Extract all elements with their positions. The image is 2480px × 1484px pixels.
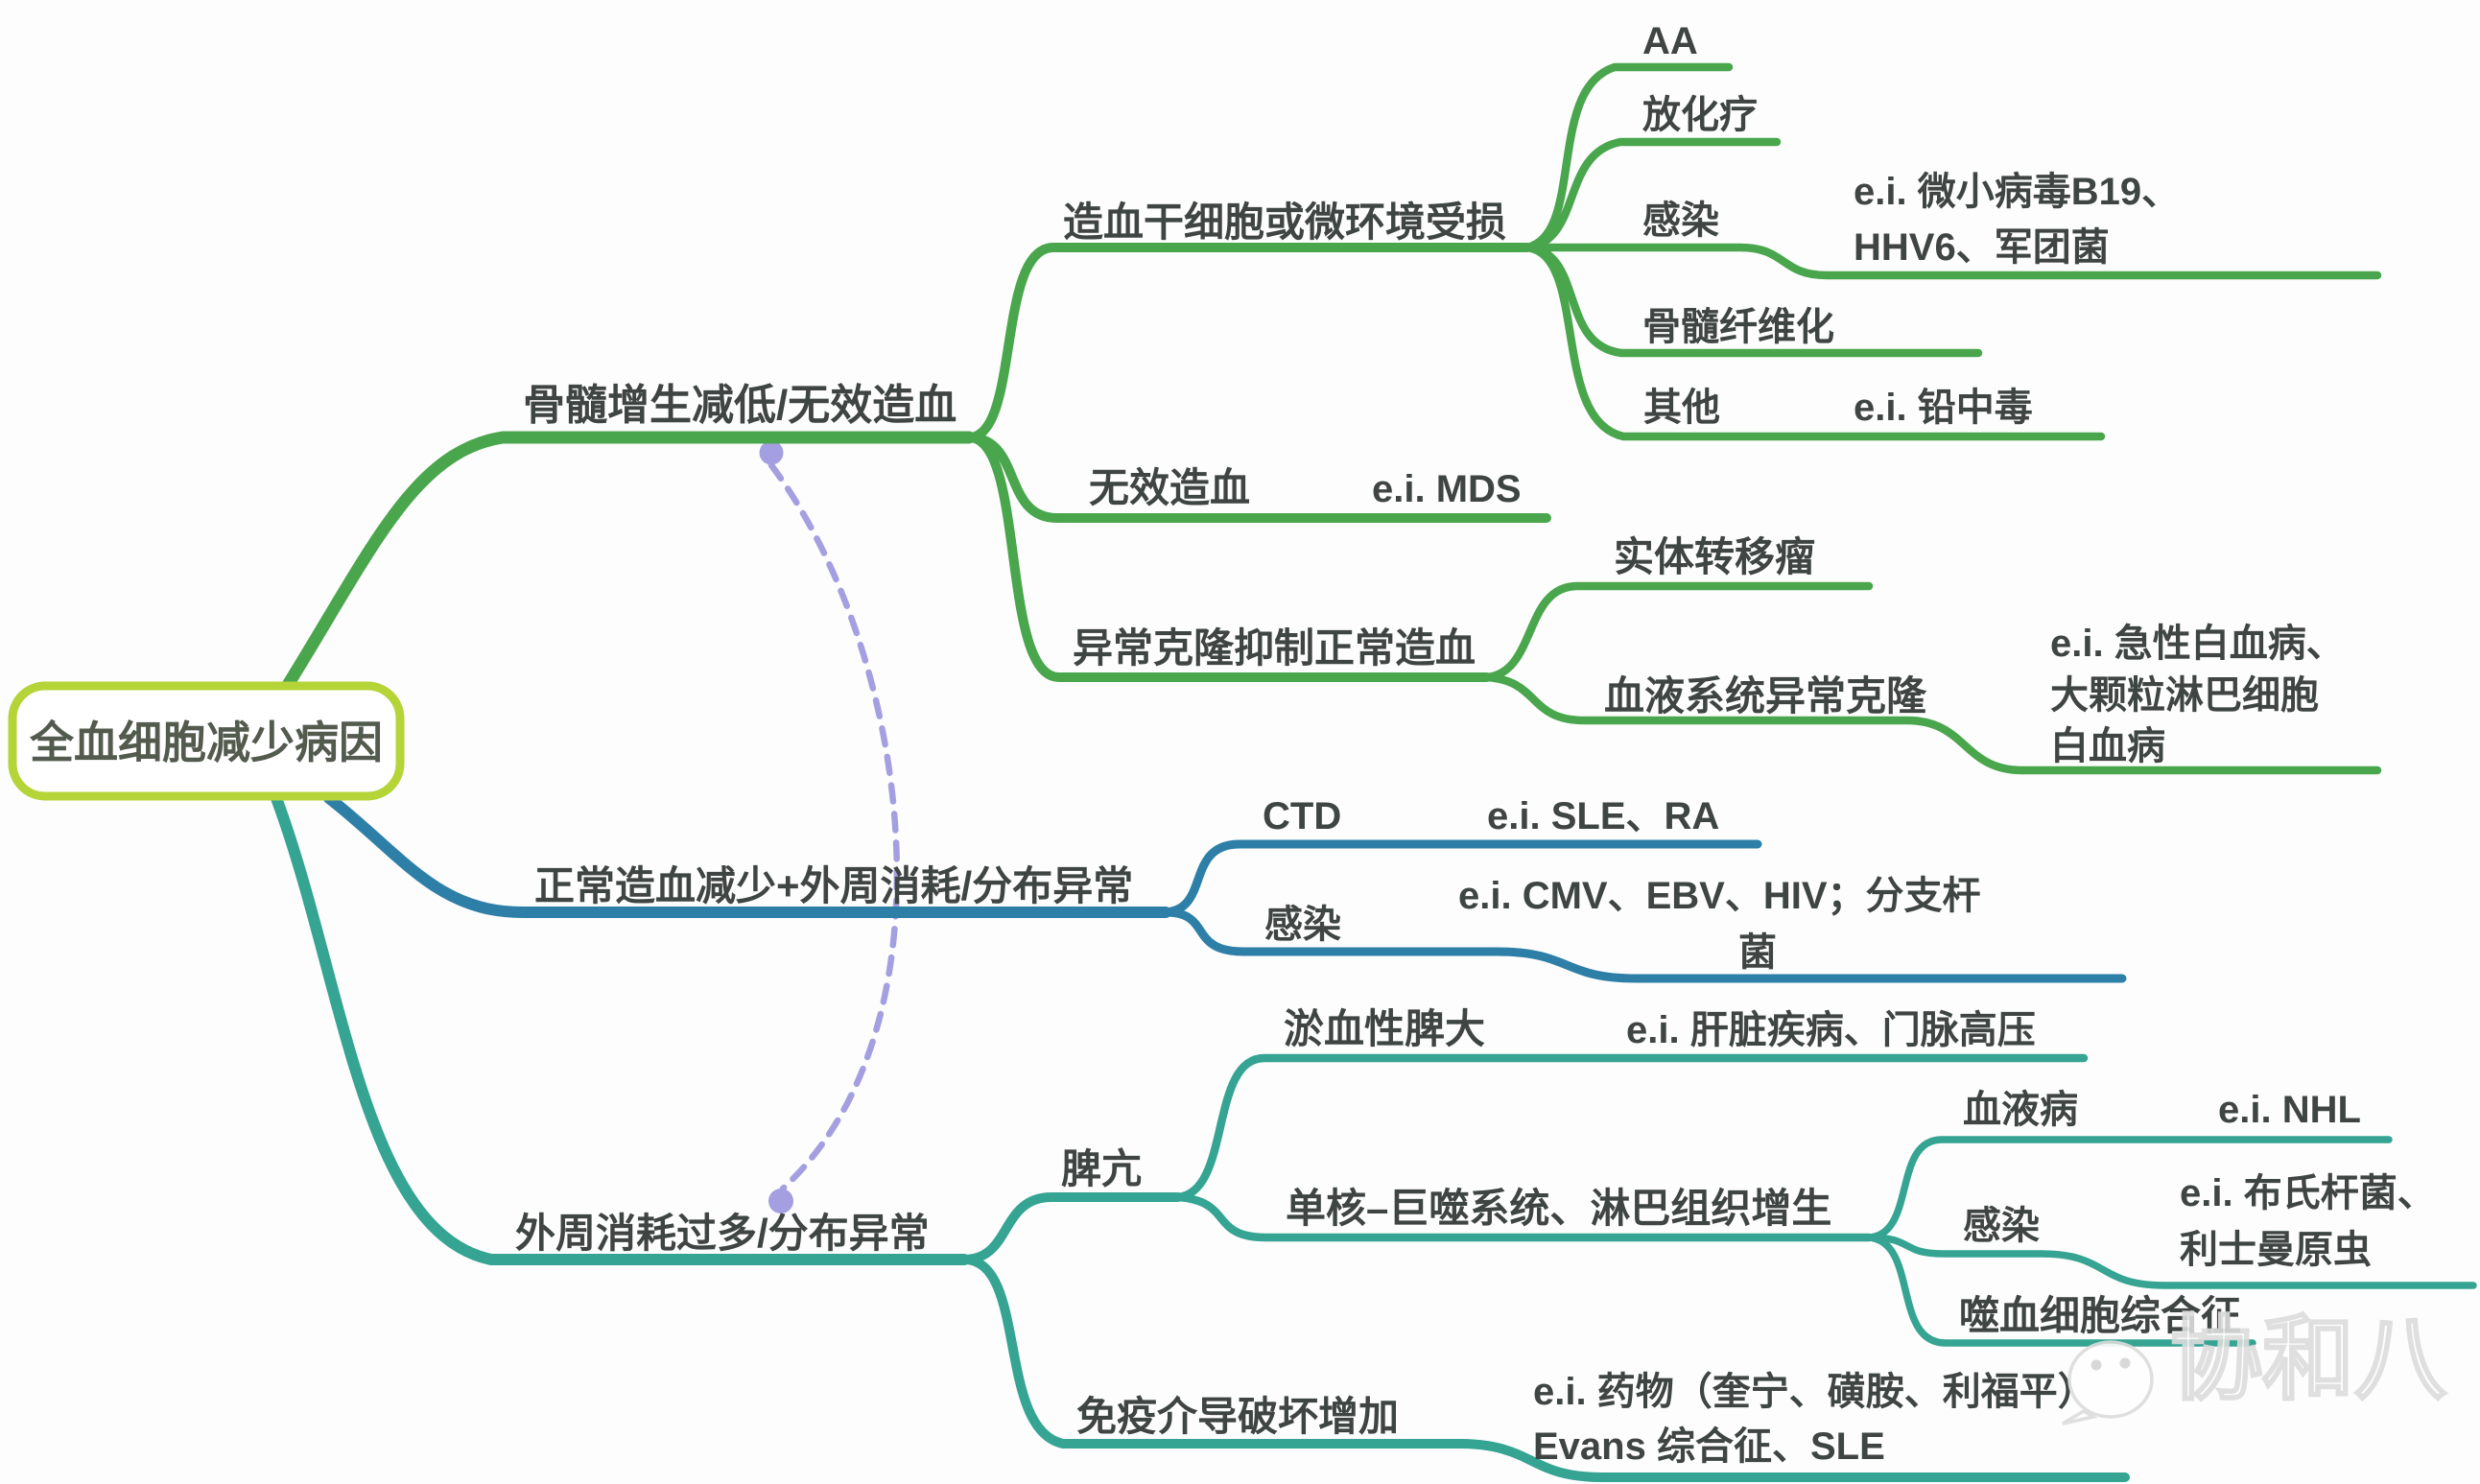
connector-aa	[1523, 62, 1734, 252]
connector-mono-macrophage	[1173, 1192, 1874, 1242]
connector-hemophagocytic	[1865, 1234, 2256, 1347]
note-infection-1-line1[interactable]: e.i. 微小病毒B19、	[1854, 171, 2180, 213]
note-infection-2-line1[interactable]: e.i. CMV、EBV、HIV；分支杆	[1458, 875, 1981, 917]
node-label-infection-1[interactable]: 感染	[1642, 200, 1719, 242]
connector-abnormal-clone	[964, 433, 1492, 682]
note-immune-destruction-line2[interactable]: Evans 综合征、SLE	[1533, 1425, 1885, 1468]
note-nhl[interactable]: e.i. NHL	[2218, 1089, 2361, 1131]
node-label-other[interactable]: 其他	[1643, 387, 1720, 429]
note-infection-3-line2[interactable]: 利士曼原虫	[2180, 1229, 2372, 1271]
node-label-hemophagocytic[interactable]: 噬血细胞综合征	[1959, 1293, 2241, 1338]
node-label-hematologic-disease[interactable]: 血液病	[1963, 1089, 2078, 1131]
node-label-mono-macrophage[interactable]: 单核–巨噬系统、淋巴组织增生	[1286, 1186, 1831, 1231]
note-hematologic-clone-line2[interactable]: 大颗粒淋巴细胞	[2050, 674, 2319, 717]
connector-other	[1523, 243, 2106, 441]
connector-congestive-splenomegaly	[1173, 1053, 2089, 1202]
connector-infection-2	[1161, 907, 2127, 983]
connector-branch2	[323, 792, 1171, 918]
node-label-hsc-damage[interactable]: 造血干细胞或微环境受损	[1063, 200, 1506, 245]
wechat-logo-icon	[2067, 1340, 2154, 1419]
wechat-logo-eye-left	[2090, 1359, 2102, 1371]
connector-immune-destruction	[959, 1255, 2130, 1482]
node-label-infection-2[interactable]: 感染	[1264, 904, 1341, 946]
connector-hematologic-disease	[1865, 1136, 2393, 1241]
note-immune-destruction-line1[interactable]: e.i. 药物（奎宁、磺胺、利福平）	[1533, 1371, 2096, 1413]
note-hematologic-clone-line1[interactable]: e.i. 急性白血病、	[2050, 623, 2345, 665]
connector-branch1	[281, 431, 976, 692]
node-label-solid-tumor[interactable]: 实体转移瘤	[1614, 534, 1815, 579]
note-infection-1-line2[interactable]: HHV6、军团菌	[1854, 226, 2110, 269]
root-node[interactable]: 全血细胞减少病因	[8, 681, 405, 801]
watermark-text: 协和八	[2170, 1308, 2447, 1411]
node-label-hypersplenism[interactable]: 脾亢	[1061, 1146, 1142, 1191]
note-mds[interactable]: e.i. MDS	[1372, 468, 1522, 510]
note-hematologic-clone-line3[interactable]: 白血病	[2050, 725, 2165, 767]
note-infection-2-line2[interactable]: 菌	[1738, 931, 1777, 974]
connector-branch3	[271, 792, 970, 1265]
node-label-bm-hypoplasia[interactable]: 骨髓增生减低/无效造血	[523, 382, 957, 429]
node-label-congestive-splenomegaly[interactable]: 淤血性脾大	[1284, 1006, 1485, 1051]
note-other-lead[interactable]: e.i. 铅中毒	[1854, 387, 2033, 429]
wechat-logo-eye-right	[2119, 1357, 2131, 1369]
wechat-logo-tail	[2062, 1408, 2098, 1425]
note-infection-3-line1[interactable]: e.i. 布氏杆菌、	[2180, 1172, 2436, 1214]
node-label-abnormal-clone[interactable]: 异常克隆抑制正常造血	[1073, 625, 1476, 671]
node-label-radiochemo[interactable]: 放化疗	[1642, 94, 1758, 136]
node-label-normal-decrease[interactable]: 正常造血减少+外周消耗/分布异常	[534, 863, 1133, 908]
connector-hsc-damage	[964, 243, 1532, 442]
connector-infection-3	[1865, 1234, 2477, 1289]
connector-infection-1	[1523, 243, 2382, 280]
node-label-immune-destruction[interactable]: 免疫介导破坏增加	[1076, 1394, 1399, 1439]
relationship-dashed-line	[768, 461, 900, 1192]
connector-radiochemo	[1523, 137, 1782, 252]
connector-solid-tumor	[1482, 581, 1874, 682]
relationship-start-dot[interactable]	[759, 440, 784, 465]
connector-ctd	[1161, 839, 1762, 917]
node-label-peripheral-consumption[interactable]: 外周消耗过多/分布异常	[515, 1211, 930, 1256]
node-label-aa[interactable]: AA	[1642, 20, 1698, 62]
node-label-hematologic-clone[interactable]: 血液系统异常克隆	[1604, 673, 1927, 718]
node-label-infection-3[interactable]: 感染	[1963, 1205, 2040, 1247]
watermark: 协和八	[2062, 1307, 2448, 1425]
root-node-box	[8, 681, 405, 801]
relationship-end-dot[interactable]	[768, 1189, 793, 1213]
connector-hypersplenism	[959, 1192, 1183, 1264]
note-congestive-splenomegaly[interactable]: e.i. 肝脏疾病、门脉高压	[1626, 1009, 2036, 1051]
relationship-link[interactable]	[759, 440, 900, 1214]
root-node-label: 全血细胞减少病因	[29, 718, 383, 767]
node-label-myelofibrosis[interactable]: 骨髓纤维化	[1642, 306, 1834, 348]
connector-hematologic-clone	[1482, 672, 2382, 775]
note-ctd[interactable]: e.i. SLE、RA	[1487, 795, 1719, 837]
node-label-ctd[interactable]: CTD	[1263, 795, 1341, 837]
node-label-ineffective-hematopoiesis[interactable]: 无效造血	[1089, 465, 1250, 510]
